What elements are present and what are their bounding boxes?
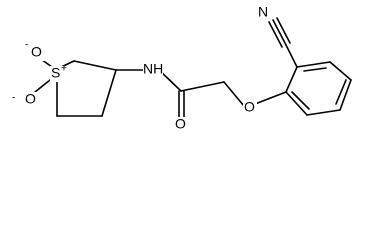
bond-ar-cn xyxy=(285,44,298,68)
atom-carbonyl-o: O xyxy=(175,116,186,132)
sulfone-oxygens xyxy=(34,56,53,93)
sulfone-s-bg xyxy=(50,66,64,82)
nitrile-group xyxy=(268,17,298,68)
bond-s-o-lower xyxy=(34,79,51,93)
bond-c-ch2 xyxy=(180,81,225,92)
sulfone-o-lower-bg xyxy=(24,92,38,108)
bond-ar-2-3 xyxy=(296,61,331,68)
molecule-canvas: N NH O O S + O - O - xyxy=(12,3,352,133)
ether-o-bg xyxy=(243,100,257,116)
atom-sulfone-o-lower: O xyxy=(25,91,36,107)
amide-nh-bg xyxy=(143,62,163,78)
atom-sulfone-o-upper: O xyxy=(31,44,42,60)
atom-sulfone-s: S xyxy=(51,65,60,81)
bond-ar-inner-2 xyxy=(335,79,347,105)
charge-minus-lower: - xyxy=(12,93,15,104)
bond-o-aryl xyxy=(254,91,287,105)
amide-chain xyxy=(115,69,287,118)
charge-plus-s: + xyxy=(61,64,67,75)
bond-cn-triple-1 xyxy=(272,19,287,46)
bond-ar-3-4 xyxy=(329,61,352,81)
atom-nitrile-n: N xyxy=(258,4,268,20)
bond-ar-6-1 xyxy=(285,91,308,116)
molecule-structure: N NH O O S + O - O - xyxy=(12,4,352,133)
bond-ar-inner-1 xyxy=(303,67,327,72)
sulfone-o-upper-bg xyxy=(31,45,45,61)
nitrile-n-bg xyxy=(257,5,271,21)
bond-ar-4-5 xyxy=(339,79,352,111)
bond-ar-inner-3 xyxy=(291,91,310,110)
bond-ch2-o xyxy=(223,81,245,107)
charge-minus-upper: - xyxy=(25,40,28,51)
atom-ether-o: O xyxy=(244,99,255,115)
bond-cn-triple-3 xyxy=(268,21,283,48)
bond-ar-5-6 xyxy=(306,109,341,116)
atom-amide-nh: NH xyxy=(143,61,163,77)
benzene-ring xyxy=(285,61,352,116)
carbonyl-o-bg xyxy=(174,117,188,133)
bond-ar-1-2 xyxy=(285,66,298,93)
bond-ring-c2-c3 xyxy=(73,60,117,71)
bond-cn-triple-2 xyxy=(276,17,291,44)
bond-ring-c3-c4 xyxy=(101,69,117,117)
